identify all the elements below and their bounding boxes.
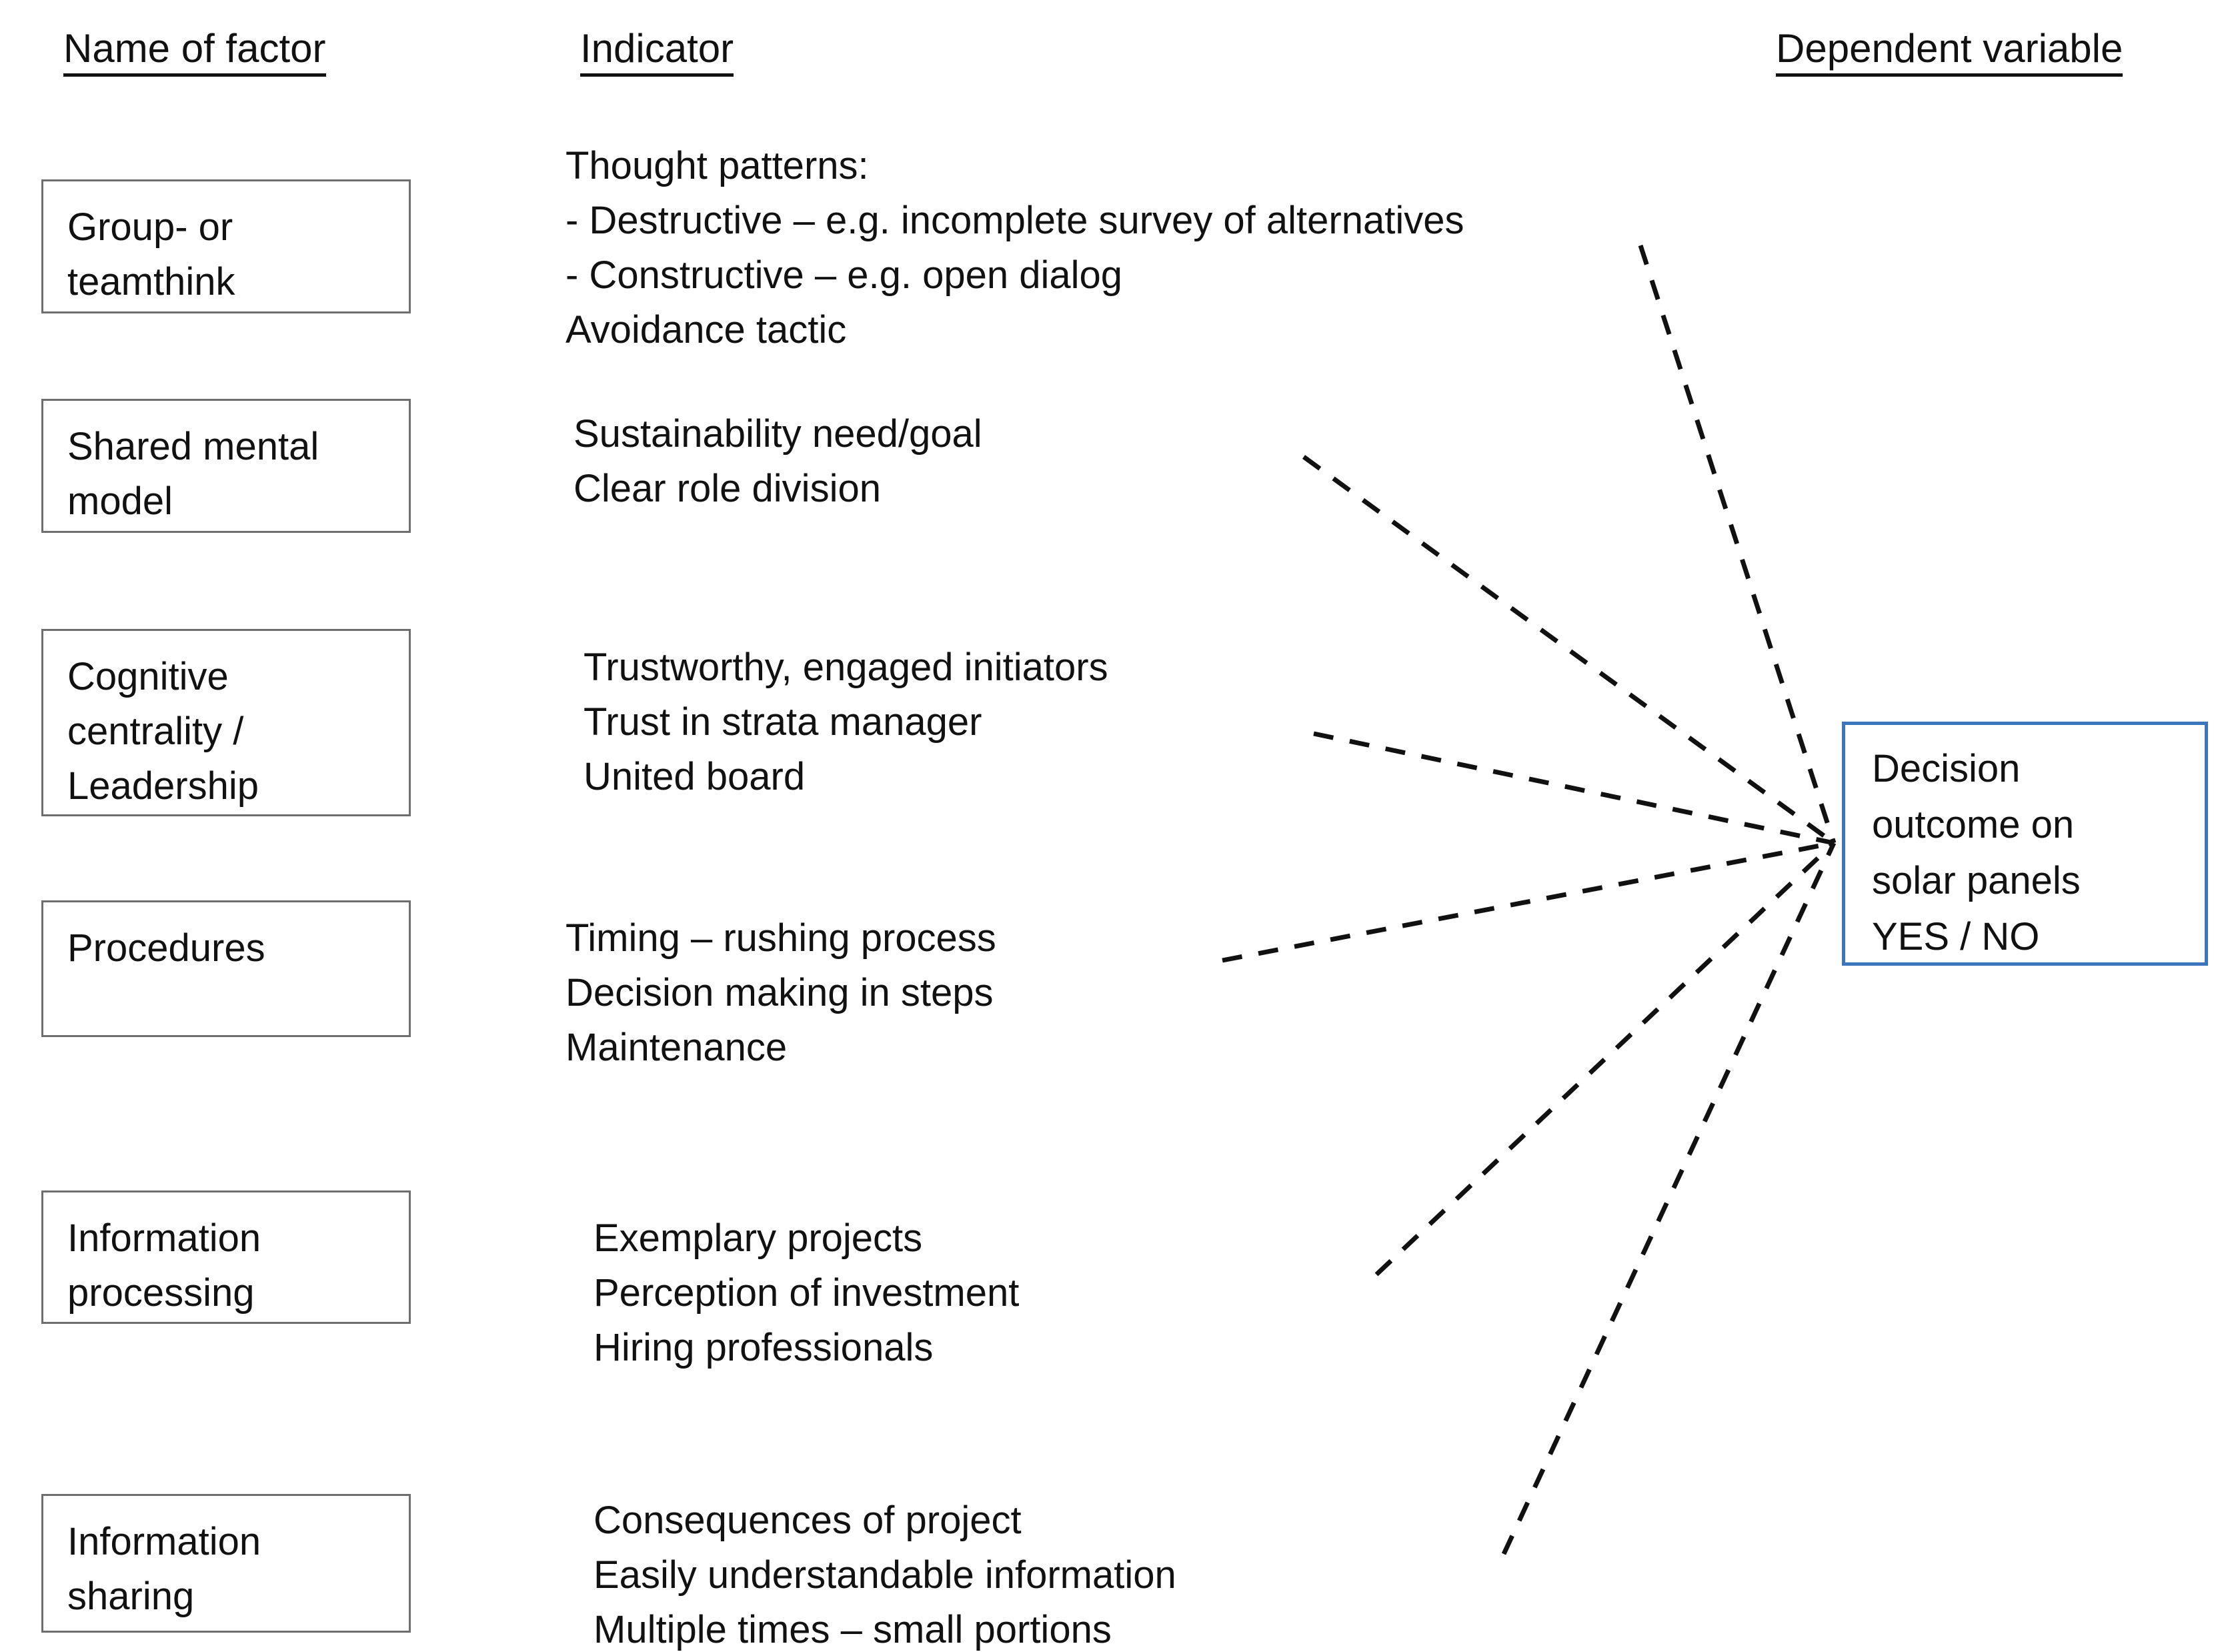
factor-box-shared-mental-model: Shared mental model: [41, 399, 411, 533]
decision-box-line: YES / NO: [1872, 915, 2040, 958]
factor-box-information-processing: Information processing: [41, 1190, 411, 1324]
decision-box-line: Decision: [1872, 747, 2021, 790]
factor-name-line: model: [67, 480, 173, 523]
factor-name-line: Leadership: [67, 764, 259, 808]
indicator-line: Easily understandable information: [594, 1553, 1176, 1597]
indicator-line: Maintenance: [566, 1026, 788, 1069]
decision-box-line: outcome on: [1872, 803, 2075, 846]
indicator-line: Perception of investment: [594, 1271, 1020, 1315]
factor-box-procedures: Procedures: [41, 900, 411, 1037]
factor-name-line: teamthink: [67, 260, 235, 303]
factor-name-line: Procedures: [67, 926, 265, 970]
factor-name-line: Information: [67, 1216, 261, 1260]
connector-dashed-line-information-sharing: [1501, 842, 1837, 1555]
connector-dashed-line-cognitive-centrality-leadership: [1313, 731, 1835, 846]
factor-name-line: Cognitive: [67, 655, 229, 698]
column-header-dependent-variable: Dependent variable: [1776, 27, 2123, 77]
indicator-line: Exemplary projects: [594, 1216, 923, 1260]
indicator-line: Trust in strata manager: [584, 700, 982, 744]
column-header-name-of-factor: Name of factor: [63, 27, 326, 77]
connector-dashed-line-information-processing: [1374, 841, 1836, 1277]
indicator-line: Consequences of project: [594, 1499, 1022, 1542]
indicator-line: Avoidance tactic: [566, 308, 847, 351]
connector-dashed-line-procedures: [1222, 840, 1835, 963]
column-header-indicator: Indicator: [580, 27, 734, 77]
factor-box-information-sharing: Information sharing: [41, 1494, 411, 1633]
decision-box-line: solar panels: [1872, 859, 2081, 902]
indicator-line: Hiring professionals: [594, 1326, 934, 1369]
indicator-line: Sustainability need/goal: [574, 412, 982, 456]
dependent-variable-box: Decision outcome on solar panels YES / N…: [1842, 722, 2208, 966]
indicator-line: - Constructive – e.g. open dialog: [566, 253, 1123, 297]
indicator-line: Decision making in steps: [566, 971, 994, 1014]
factor-name-line: Information: [67, 1520, 261, 1563]
factor-name-line: centrality /: [67, 710, 244, 753]
indicator-line: Thought patterns:: [566, 144, 869, 187]
factor-name-line: sharing: [67, 1575, 195, 1618]
indicator-line: - Destructive – e.g. incomplete survey o…: [566, 199, 1464, 242]
factor-box-group-or-teamthink: Group- or teamthink: [41, 179, 411, 313]
factor-name-line: processing: [67, 1271, 255, 1315]
connector-dashed-line-group-or-teamthink: [1638, 244, 1837, 844]
factor-name-line: Shared mental: [67, 425, 319, 468]
indicator-line: Multiple times – small portions: [594, 1608, 1112, 1651]
indicator-line: United board: [584, 755, 806, 798]
indicator-group-group-or-teamthink: Thought patterns: - Destructive – e.g. in…: [566, 139, 1464, 357]
factor-name-line: Group- or: [67, 205, 233, 249]
factor-box-cognitive-centrality-leadership: Cognitive centrality / Leadership: [41, 629, 411, 816]
indicator-line: Clear role division: [574, 467, 881, 510]
indicator-line: Timing – rushing process: [566, 916, 996, 960]
indicator-line: Trustworthy, engaged initiators: [584, 646, 1108, 689]
